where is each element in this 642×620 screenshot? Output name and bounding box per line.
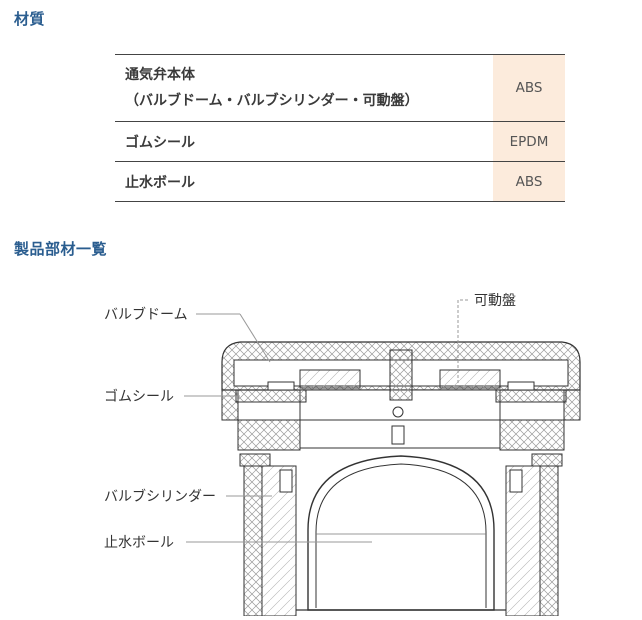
material-part-name: ゴムシール bbox=[115, 121, 493, 162]
table-row: 止水ボール ABS bbox=[115, 161, 565, 202]
disc-stem bbox=[389, 349, 413, 401]
material-value: ABS bbox=[493, 161, 565, 202]
valve-cross-section-diagram: バルブドーム 可動盤 ゴムシール バルブシリンダー 止水ボール bbox=[0, 270, 642, 617]
table-row: 通気弁本体 （バルブドーム・バルブシリンダー・可動盤） ABS bbox=[115, 54, 565, 122]
label-stop-ball: 止水ボール bbox=[104, 535, 174, 551]
material-part-name: 止水ボール bbox=[115, 161, 493, 202]
stop-ball bbox=[307, 455, 495, 611]
label-valve-cylinder: バルブシリンダー bbox=[104, 489, 216, 505]
materials-title: 材質 bbox=[14, 10, 46, 28]
parts-title: 製品部材一覧 bbox=[14, 240, 108, 258]
material-value: EPDM bbox=[493, 121, 565, 162]
cylinder-wall-right bbox=[539, 465, 559, 617]
material-part-name: 通気弁本体 （バルブドーム・バルブシリンダー・可動盤） bbox=[115, 54, 493, 122]
label-valve-dome: バルブドーム bbox=[104, 307, 188, 323]
material-value: ABS bbox=[493, 54, 565, 122]
part-name-line2: （バルブドーム・バルブシリンダー・可動盤） bbox=[125, 93, 419, 109]
materials-table: 通気弁本体 （バルブドーム・バルブシリンダー・可動盤） ABS ゴムシール EP… bbox=[115, 54, 565, 202]
label-rubber-seal: ゴムシール bbox=[104, 389, 174, 405]
rubber-seal-right bbox=[495, 389, 567, 403]
rubber-seal-left bbox=[235, 389, 307, 403]
valve-drawing bbox=[184, 299, 581, 617]
cylinder-wall-left bbox=[243, 465, 263, 617]
label-movable-disc: 可動盤 bbox=[474, 293, 516, 309]
table-row: ゴムシール EPDM bbox=[115, 121, 565, 162]
part-name-line1: 通気弁本体 bbox=[125, 67, 195, 83]
